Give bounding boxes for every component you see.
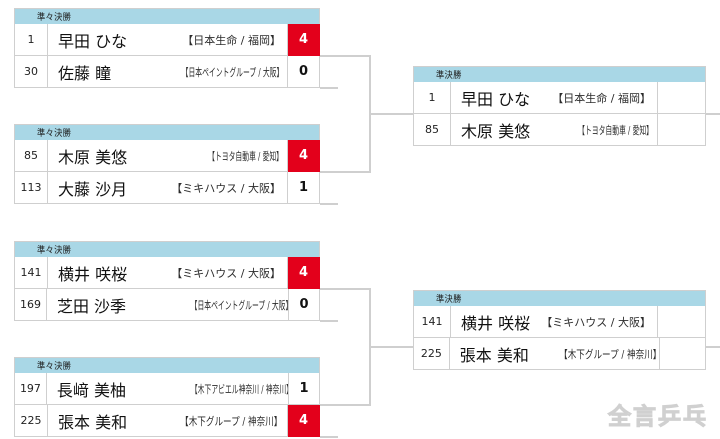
round-label: 準決勝	[436, 71, 462, 81]
match-block-quarterfinal-2: 準々決勝 85 木原 美悠 【トヨタ自動車 / 愛知】 4 113 大藤 沙月 …	[14, 124, 320, 204]
player-score: 4	[288, 24, 320, 56]
player-cell[interactable]: 早田 ひな 【日本生命 / 福岡】	[48, 24, 288, 56]
round-header-semifinal-2: 準決勝	[413, 290, 706, 306]
player-cell[interactable]: 横井 咲桜 【ミキハウス / 大阪】	[48, 257, 288, 289]
round-header-quarterfinal-1: 準々決勝	[14, 8, 320, 24]
player-affiliation: 【トヨタ自動車 / 愛知】	[208, 149, 284, 163]
round-header-quarterfinal-3: 準々決勝	[14, 241, 320, 257]
player-score: 4	[288, 405, 320, 437]
player-name: 長﨑 美柚	[56, 380, 126, 400]
table-row[interactable]: 141 横井 咲桜 【ミキハウス / 大阪】	[413, 306, 706, 338]
player-seed: 1	[413, 82, 451, 114]
round-label: 準々決勝	[37, 362, 72, 372]
player-seed: 225	[413, 338, 450, 370]
match-block-quarterfinal-4: 準々決勝 197 長﨑 美柚 【木下アビエル神奈川 / 神奈川】 1 225 張…	[14, 357, 320, 437]
player-score: 4	[288, 257, 320, 289]
player-name: 早田 ひな	[58, 31, 128, 51]
player-cell[interactable]: 芝田 沙季 【日本ペイントグループ / 大阪】	[46, 289, 289, 321]
player-seed: 1	[14, 24, 48, 56]
table-row[interactable]: 169 芝田 沙季 【日本ペイントグループ / 大阪】 0	[14, 289, 320, 321]
player-cell[interactable]: 張本 美和 【木下グループ / 神奈川】	[48, 405, 288, 437]
player-cell[interactable]: 張本 美和 【木下グループ / 神奈川】	[449, 338, 660, 370]
player-name: 佐藤 瞳	[58, 63, 112, 83]
table-row[interactable]: 141 横井 咲桜 【ミキハウス / 大阪】 4	[14, 257, 320, 289]
player-affiliation: 【木下グループ / 神奈川】	[559, 347, 660, 361]
player-affiliation: 【日本ペイントグループ / 大阪】	[181, 65, 284, 79]
player-affiliation: 【木下グループ / 神奈川】	[180, 414, 283, 428]
player-affiliation: 【日本生命 / 福岡】	[552, 91, 651, 105]
player-cell[interactable]: 横井 咲桜 【ミキハウス / 大阪】	[451, 306, 658, 338]
round-header-quarterfinal-4: 準々決勝	[14, 357, 320, 373]
player-name: 張本 美和	[58, 412, 128, 432]
round-label: 準々決勝	[37, 129, 72, 139]
player-affiliation: 【ミキハウス / 大阪】	[171, 266, 281, 280]
table-row[interactable]: 1 早田 ひな 【日本生命 / 福岡】 4	[14, 24, 320, 56]
player-seed: 85	[413, 114, 451, 146]
player-name: 木原 美悠	[58, 147, 128, 167]
watermark-text: 全言乒乓	[608, 404, 708, 431]
player-score	[658, 114, 706, 146]
table-row[interactable]: 85 木原 美悠 【トヨタ自動車 / 愛知】	[413, 114, 706, 146]
player-affiliation: 【木下アビエル神奈川 / 神奈川】	[190, 382, 290, 396]
player-cell[interactable]: 木原 美悠 【トヨタ自動車 / 愛知】	[451, 114, 658, 146]
table-row[interactable]: 225 張本 美和 【木下グループ / 神奈川】	[413, 338, 706, 370]
round-header-quarterfinal-2: 準々決勝	[14, 124, 320, 140]
player-score: 0	[288, 56, 320, 88]
round-label: 準々決勝	[37, 246, 72, 256]
player-score: 1	[289, 373, 320, 405]
player-score	[658, 306, 706, 338]
player-name: 張本 美和	[459, 345, 529, 365]
player-name: 横井 咲桜	[461, 313, 531, 333]
round-label: 準決勝	[436, 295, 462, 305]
player-seed: 225	[14, 405, 48, 437]
player-affiliation: 【トヨタ自動車 / 愛知】	[578, 123, 654, 137]
player-seed: 113	[14, 172, 48, 204]
player-cell[interactable]: 木原 美悠 【トヨタ自動車 / 愛知】	[48, 140, 288, 172]
player-seed: 141	[413, 306, 451, 338]
player-cell[interactable]: 大藤 沙月 【ミキハウス / 大阪】	[48, 172, 288, 204]
player-affiliation: 【ミキハウス / 大阪】	[171, 181, 281, 195]
player-seed: 197	[14, 373, 47, 405]
table-row[interactable]: 1 早田 ひな 【日本生命 / 福岡】	[413, 82, 706, 114]
player-name: 早田 ひな	[461, 89, 531, 109]
player-cell[interactable]: 佐藤 瞳 【日本ペイントグループ / 大阪】	[48, 56, 288, 88]
round-label: 準々決勝	[37, 13, 72, 23]
player-cell[interactable]: 長﨑 美柚 【木下アビエル神奈川 / 神奈川】	[46, 373, 290, 405]
table-row[interactable]: 225 張本 美和 【木下グループ / 神奈川】 4	[14, 405, 320, 437]
player-seed: 169	[14, 289, 47, 321]
player-name: 木原 美悠	[461, 121, 531, 141]
player-score	[658, 82, 706, 114]
player-seed: 30	[14, 56, 48, 88]
player-affiliation: 【日本ペイントグループ / 大阪】	[190, 298, 289, 312]
match-block-quarterfinal-1: 準々決勝 1 早田 ひな 【日本生命 / 福岡】 4 30 佐藤 瞳 【日本ペイ…	[14, 8, 320, 88]
match-block-semifinal-1: 準決勝 1 早田 ひな 【日本生命 / 福岡】 85 木原 美悠 【トヨタ自動車…	[413, 66, 706, 146]
player-affiliation: 【ミキハウス / 大阪】	[541, 315, 651, 329]
player-name: 大藤 沙月	[58, 179, 128, 199]
player-score: 0	[289, 289, 320, 321]
player-score	[659, 338, 706, 370]
player-name: 横井 咲桜	[58, 264, 128, 284]
player-seed: 85	[14, 140, 48, 172]
player-name: 芝田 沙季	[56, 296, 127, 316]
match-block-quarterfinal-3: 準々決勝 141 横井 咲桜 【ミキハウス / 大阪】 4 169 芝田 沙季 …	[14, 241, 320, 321]
player-score: 1	[288, 172, 320, 204]
match-block-semifinal-2: 準決勝 141 横井 咲桜 【ミキハウス / 大阪】 225 張本 美和 【木下…	[413, 290, 706, 370]
round-header-semifinal-1: 準決勝	[413, 66, 706, 82]
player-score: 4	[288, 140, 320, 172]
player-cell[interactable]: 早田 ひな 【日本生命 / 福岡】	[451, 82, 658, 114]
table-row[interactable]: 85 木原 美悠 【トヨタ自動車 / 愛知】 4	[14, 140, 320, 172]
player-affiliation: 【日本生命 / 福岡】	[182, 33, 281, 47]
table-row[interactable]: 30 佐藤 瞳 【日本ペイントグループ / 大阪】 0	[14, 56, 320, 88]
table-row[interactable]: 113 大藤 沙月 【ミキハウス / 大阪】 1	[14, 172, 320, 204]
table-row[interactable]: 197 長﨑 美柚 【木下アビエル神奈川 / 神奈川】 1	[14, 373, 320, 405]
player-seed: 141	[14, 257, 48, 289]
